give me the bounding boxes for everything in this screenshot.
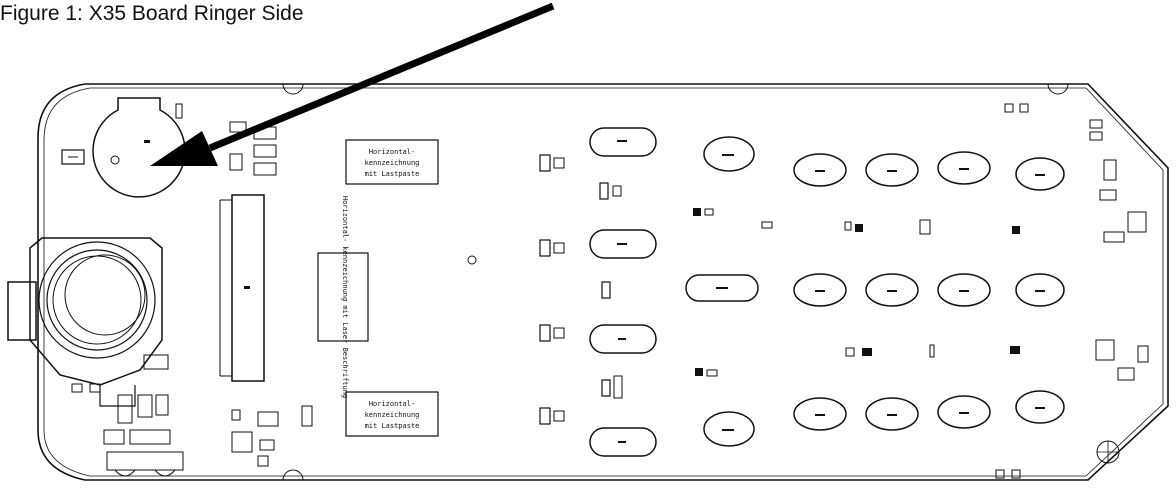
board-notch [1047, 83, 1069, 95]
marking-line: Horizontal- [369, 148, 415, 156]
board-outline-inner [43, 87, 1164, 477]
keypad-pads [589, 127, 1065, 457]
marking-box-top: Horizontal- kennzeichnung mit Lastpaste [345, 139, 439, 185]
marking-box-vertical: Horizontal- kennzeichnung mit Laser Besc… [317, 196, 369, 398]
bottom-left-components [71, 354, 313, 477]
marking-line: kennzeichnung [365, 159, 420, 167]
marking-line: kennzeichnung [365, 411, 420, 419]
silkscreen-text [617, 140, 1045, 443]
marking-line: Horizontal- [369, 400, 415, 408]
board-notch [282, 83, 304, 95]
right-edge-components [995, 103, 1149, 479]
battery-holder [7, 237, 163, 407]
component-cluster [539, 154, 623, 425]
ringer-buzzer [92, 97, 186, 198]
figure-caption: Figure 1: X35 Board Ringer Side [0, 2, 304, 25]
mounting-hole [467, 255, 477, 265]
board-outline [37, 83, 1169, 481]
marking-line: mit Lastpaste [365, 170, 420, 178]
board-notch [282, 469, 304, 481]
connector-small [61, 149, 85, 165]
marking-box-bottom: Horizontal- kennzeichnung mit Lastpaste [345, 391, 439, 437]
marking-line: mit Lastpaste [365, 422, 420, 430]
marking-vertical: Horizontal- kennzeichnung mit Laser Besc… [341, 196, 349, 398]
callout-arrow [150, 2, 555, 166]
smd-parts [693, 208, 1020, 377]
board-connector [219, 194, 265, 382]
